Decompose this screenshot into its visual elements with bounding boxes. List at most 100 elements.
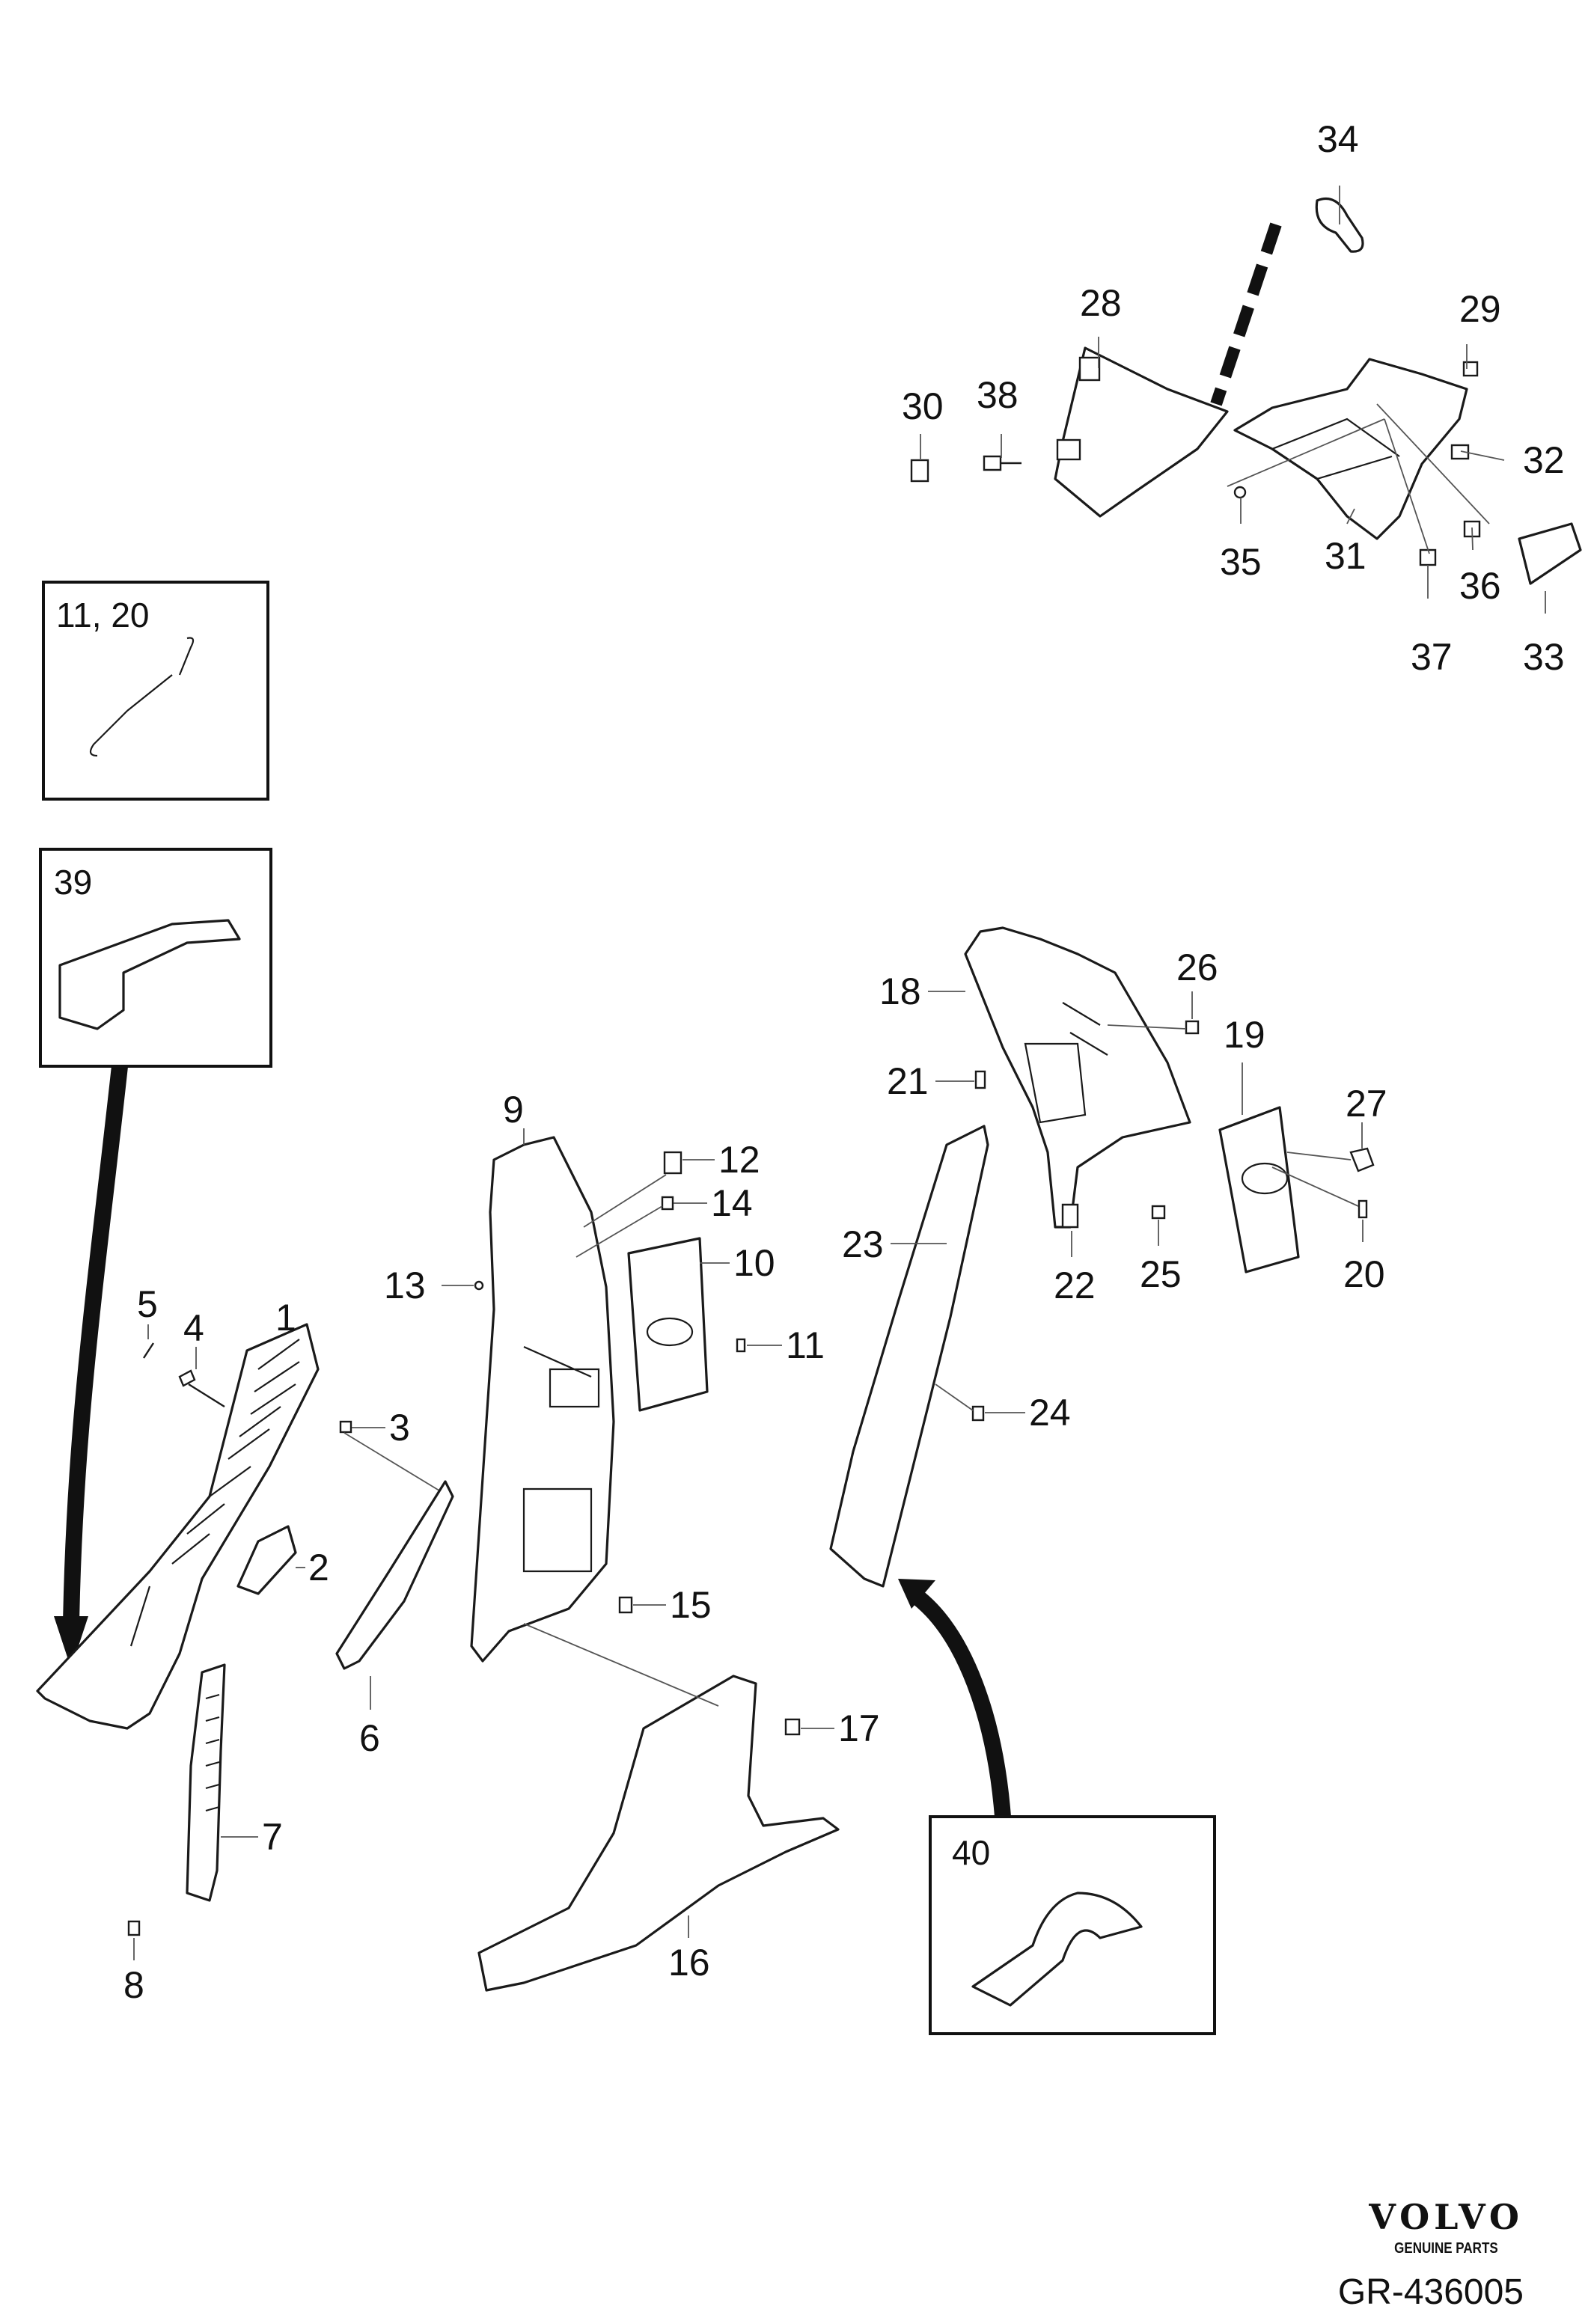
callout-29: 29	[1459, 288, 1501, 330]
callout-20: 20	[1343, 1253, 1385, 1295]
leader-16	[523, 1623, 719, 1938]
part-32-clip	[1450, 444, 1470, 460]
callout-7: 7	[262, 1816, 283, 1858]
part-28-clip-b	[1056, 438, 1081, 461]
part-1-vent-lines	[171, 1339, 300, 1565]
arrow-40-to-23	[908, 1587, 1011, 1817]
spring-icon	[89, 637, 195, 757]
part-28-clip	[1078, 356, 1101, 382]
part-15	[618, 1596, 633, 1614]
part-1-a-pillar: 1	[36, 1297, 320, 1730]
callout-37: 37	[1411, 636, 1453, 678]
part-38-screw	[983, 455, 1022, 471]
part-11	[736, 1338, 746, 1353]
part-1-slot	[129, 1585, 151, 1647]
part-35-clip	[1233, 486, 1247, 499]
inset-spring-box	[42, 581, 269, 801]
part-9-detail	[522, 1345, 600, 1573]
parts-2-to-8: 2 3 4 5 6 7 8	[123, 1283, 454, 2006]
part-7-trim	[186, 1663, 226, 1902]
part-24-clip	[971, 1405, 985, 1422]
part-14	[661, 1196, 674, 1211]
callout-27: 27	[1346, 1083, 1387, 1125]
part-30-clip	[910, 459, 929, 483]
part-25	[1151, 1205, 1166, 1220]
part-1-body	[36, 1323, 320, 1730]
part-9-body	[470, 1136, 615, 1663]
part-16-body	[477, 1675, 840, 1992]
inset-spring-label: 11, 20	[56, 596, 149, 634]
tape-icon	[971, 1892, 1143, 2007]
parts-10-to-15: 10 11 12 13 14 15	[384, 1139, 825, 1626]
callout-32: 32	[1523, 439, 1565, 481]
callout-28: 28	[1080, 282, 1122, 324]
part-31-panel	[1233, 358, 1468, 540]
callout-13: 13	[384, 1265, 426, 1306]
part-31-detail	[1271, 418, 1400, 480]
part-29-nut	[1462, 361, 1479, 377]
part-13	[474, 1280, 484, 1291]
callout-24: 24	[1029, 1392, 1071, 1434]
part-34-strap	[1315, 197, 1364, 253]
leader-26	[1107, 991, 1193, 1030]
brand-name: VOLVO	[1369, 2197, 1524, 2237]
part-23-body	[829, 1125, 989, 1588]
callout-6: 6	[359, 1717, 380, 1759]
leader-14	[575, 1202, 707, 1258]
part-22	[1061, 1203, 1079, 1229]
arrow-40-head	[898, 1579, 935, 1609]
arrow-39-to-1	[63, 1065, 128, 1624]
callout-11: 11	[786, 1324, 825, 1366]
callout-18: 18	[879, 970, 921, 1012]
part-5-pin	[142, 1342, 155, 1359]
callout-17: 17	[838, 1707, 880, 1749]
part-33-grille	[1518, 522, 1582, 585]
diagram-code: GR-436005	[1337, 2272, 1524, 2312]
inset-tape-label: 40	[952, 1833, 990, 1872]
callout-16: 16	[668, 1942, 710, 1984]
part-23-trim: 23 24	[829, 1125, 1071, 1588]
part-18-detail	[1024, 1002, 1108, 1124]
callout-38: 38	[977, 374, 1019, 416]
inset-trim-label: 39	[54, 863, 92, 902]
inset-trim: 39	[39, 848, 272, 1068]
inset-tape: 40	[929, 1815, 1216, 2035]
brand-subtitle: GENUINE PARTS	[1394, 2240, 1498, 2257]
callout-22: 22	[1054, 1265, 1096, 1306]
part-19-knob	[1241, 1162, 1289, 1195]
part-37-clip	[1419, 548, 1437, 566]
leader-20	[1271, 1166, 1364, 1242]
callout-9: 9	[503, 1089, 524, 1131]
callout-35: 35	[1220, 541, 1262, 583]
leader-3	[343, 1427, 450, 1497]
brand-logo: VOLVO GENUINE PARTS	[1369, 2200, 1524, 2257]
callout-15: 15	[670, 1584, 712, 1626]
part-21	[974, 1070, 986, 1089]
callout-31: 31	[1325, 535, 1366, 577]
callout-25: 25	[1140, 1253, 1182, 1295]
callout-4: 4	[183, 1307, 204, 1349]
callout-36: 36	[1459, 565, 1501, 607]
part-16-lower-panel: 16 17	[477, 1623, 880, 1992]
callout-14: 14	[711, 1182, 753, 1224]
callout-34: 34	[1317, 118, 1359, 160]
callout-10: 10	[733, 1242, 775, 1284]
callout-12: 12	[718, 1139, 760, 1181]
part-26	[1185, 1020, 1200, 1035]
part-27-clip	[1349, 1147, 1375, 1172]
inset-spring: 11, 20	[42, 581, 269, 801]
part-18-body	[964, 926, 1191, 1229]
part-2	[236, 1525, 297, 1595]
part-6-bracket	[335, 1480, 454, 1670]
part-20	[1358, 1199, 1368, 1219]
part-3	[339, 1420, 352, 1434]
part-17-clip	[784, 1718, 801, 1736]
callout-33: 33	[1523, 636, 1565, 678]
part-34-strap-line	[1210, 222, 1282, 406]
callout-2: 2	[308, 1547, 329, 1588]
part-7-ribs	[205, 1693, 220, 1812]
part-4-bolt	[178, 1369, 225, 1408]
callout-5: 5	[137, 1283, 158, 1325]
callout-8: 8	[123, 1964, 144, 2006]
